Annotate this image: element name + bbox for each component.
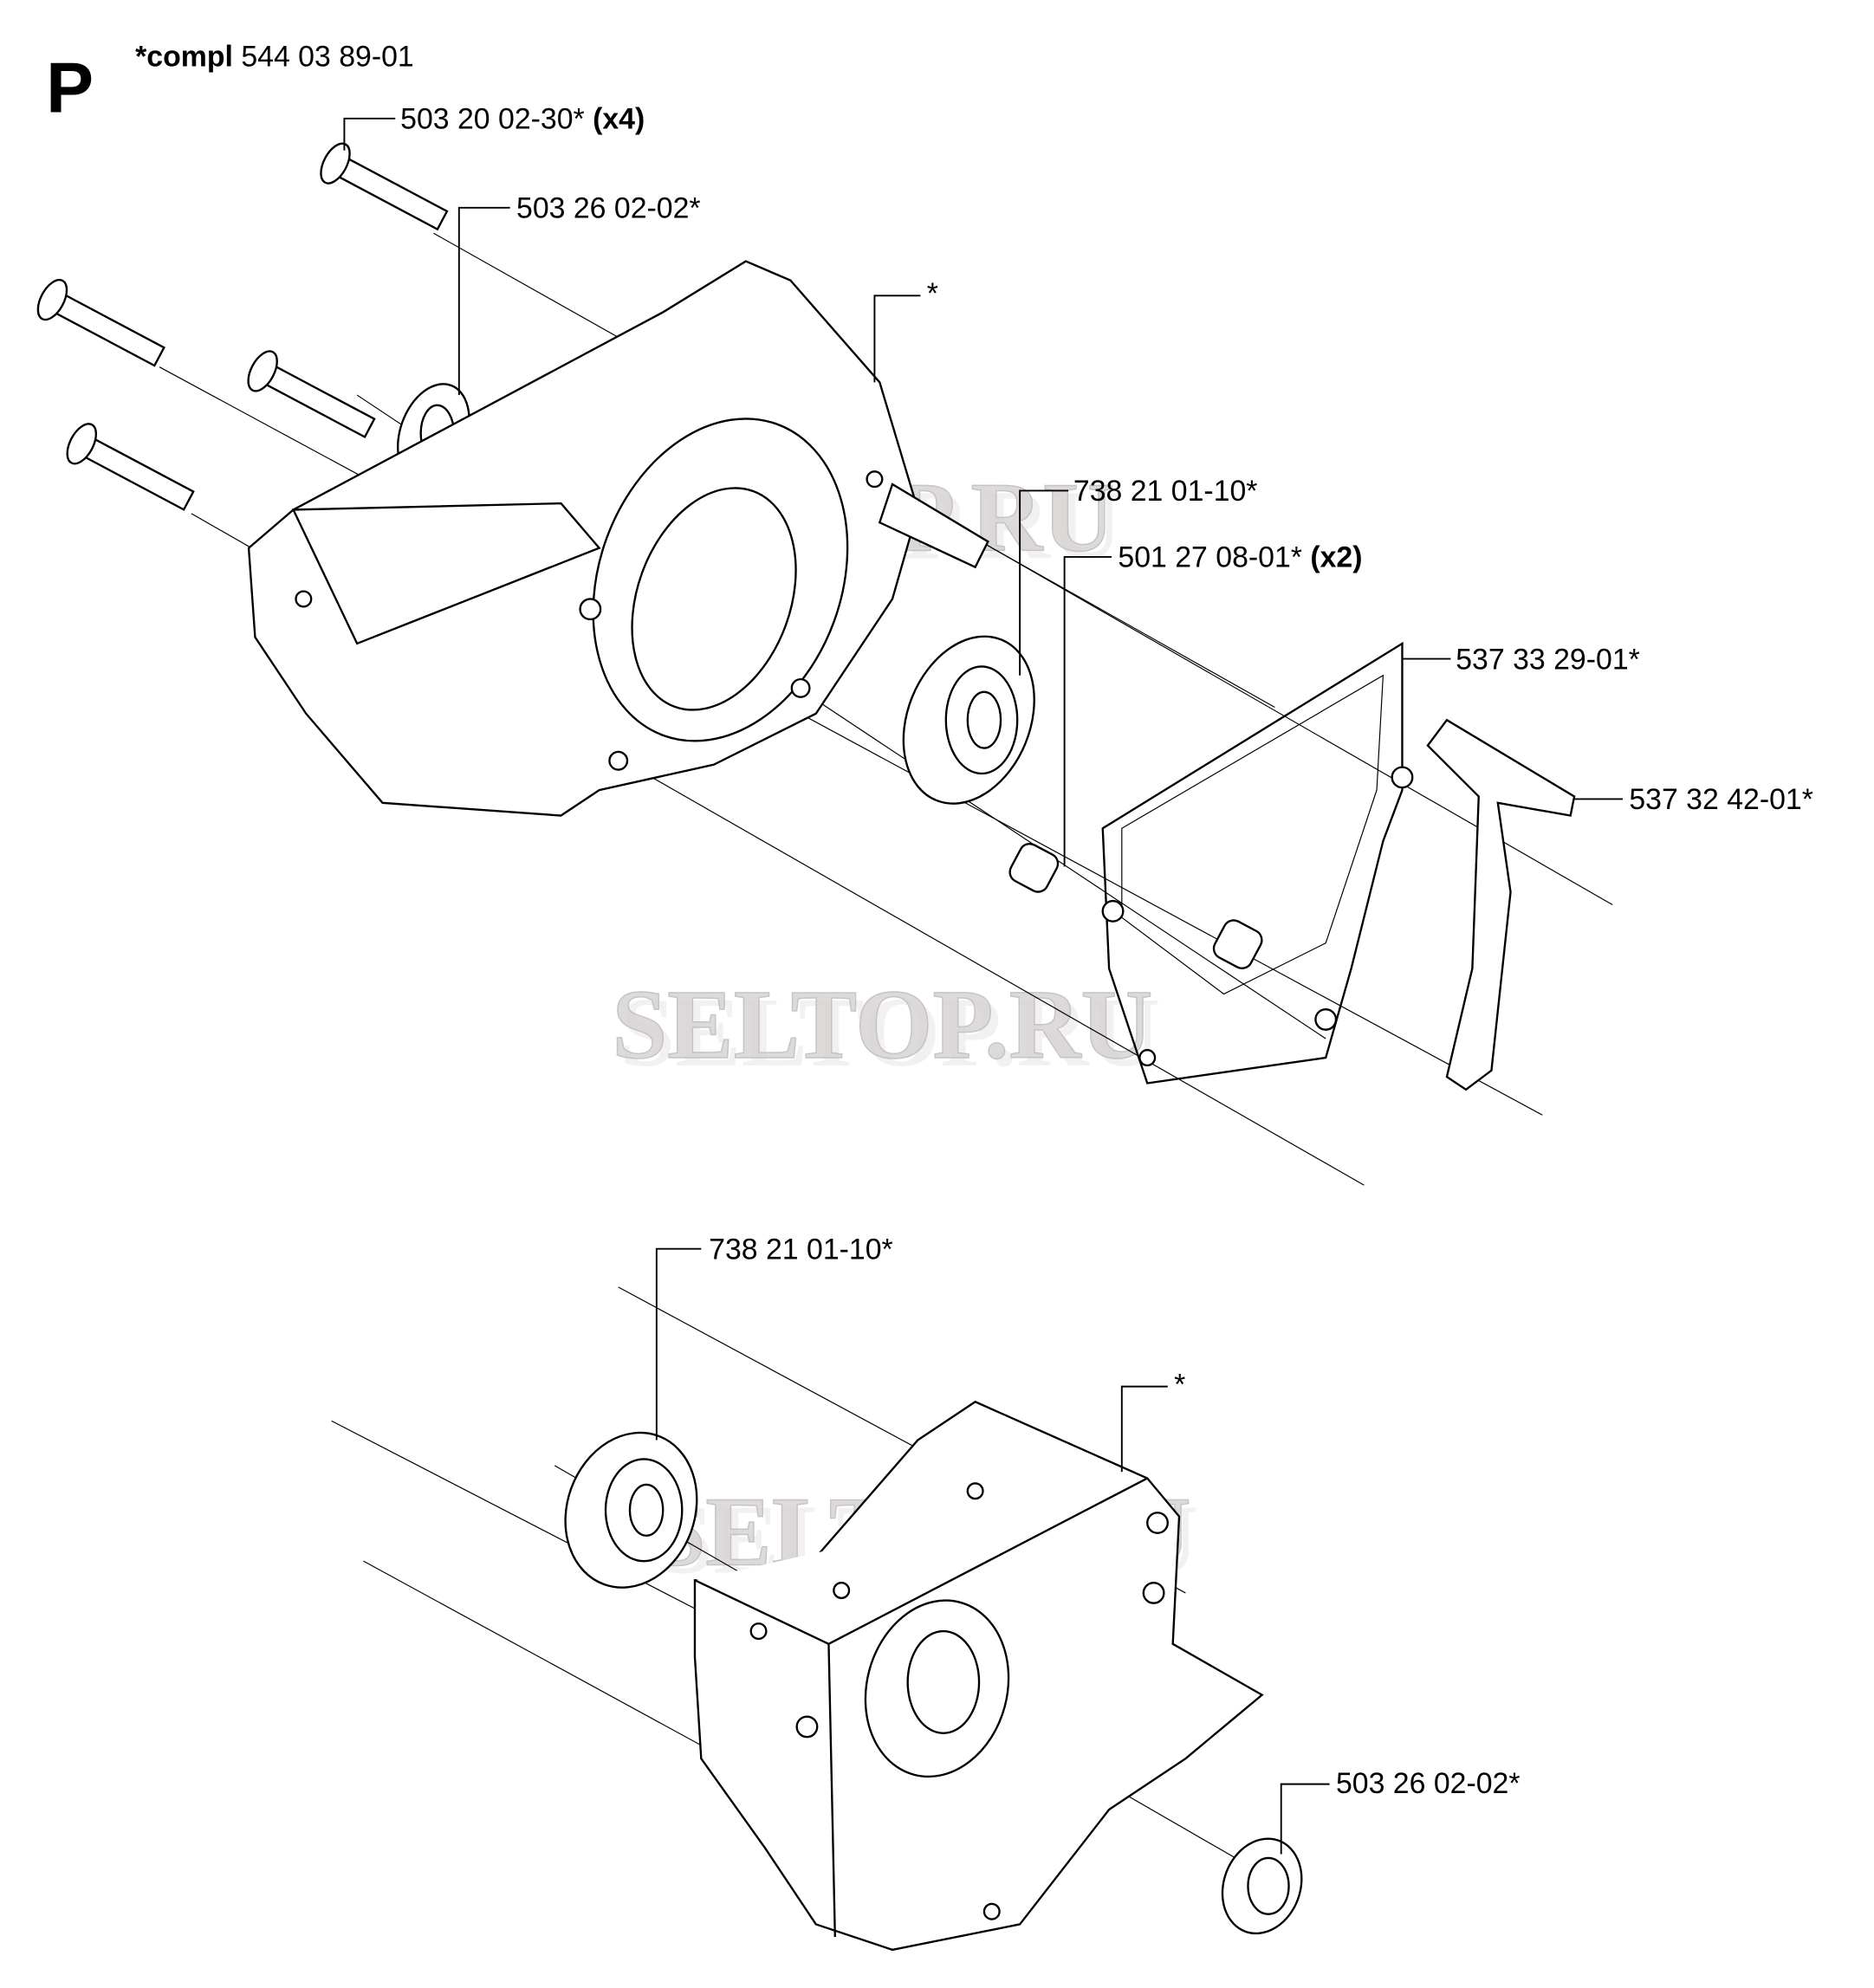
callout-501-27-08-01: 501 27 08-01* (x2) bbox=[1063, 541, 1363, 867]
svg-text:537 33 29-01*: 537 33 29-01* bbox=[1456, 643, 1640, 676]
callout-crankcase-bottom: * bbox=[1120, 1368, 1185, 1473]
bearing-top bbox=[902, 635, 1035, 805]
sleeve-1 bbox=[1008, 842, 1060, 893]
bearing-bottom bbox=[564, 1431, 698, 1589]
callout-503-20-02-30: 503 20 02-30* (x4) bbox=[343, 103, 645, 151]
svg-text:738 21 01-10*: 738 21 01-10* bbox=[709, 1234, 893, 1266]
svg-text:503 20 02-30* (x4): 503 20 02-30* (x4) bbox=[400, 103, 645, 136]
callout-537-32-42-01: 537 32 42-01* bbox=[1574, 783, 1813, 816]
assembly-number: *compl 544 03 89-01 bbox=[135, 41, 414, 74]
callout-503-26-02-02-bottom: 503 26 02-02* bbox=[1280, 1767, 1521, 1855]
lever-part bbox=[1426, 718, 1576, 1091]
svg-text:*: * bbox=[1174, 1368, 1185, 1401]
callout-537-33-29-01: 537 33 29-01* bbox=[1401, 643, 1640, 676]
svg-text:SELTOP.RU: SELTOP.RU bbox=[619, 977, 1160, 1087]
svg-text:503 26 02-02*: 503 26 02-02* bbox=[1336, 1767, 1521, 1800]
callout-738-21-01-10-top: 738 21 01-10* bbox=[1019, 475, 1258, 676]
callout-503-26-02-02-top: 503 26 02-02* bbox=[457, 192, 701, 396]
sleeve-2 bbox=[1212, 919, 1263, 969]
svg-text:SELTOP.RU: SELTOP.RU bbox=[612, 969, 1152, 1079]
svg-text:537 32 42-01*: 537 32 42-01* bbox=[1629, 783, 1813, 816]
gasket bbox=[1101, 641, 1414, 1085]
svg-text:*: * bbox=[927, 277, 938, 310]
seal-ring-bottom bbox=[1221, 1837, 1303, 1935]
screw-group bbox=[36, 142, 449, 511]
svg-text:738 21 01-10*: 738 21 01-10* bbox=[1073, 475, 1258, 508]
crankcase-half-top bbox=[247, 260, 989, 817]
svg-text:501 27 08-01* (x2): 501 27 08-01* (x2) bbox=[1118, 541, 1362, 574]
callout-crankcase-top: * bbox=[873, 277, 938, 383]
watermark-2: SELTOP.RU SELTOP.RU bbox=[612, 968, 1161, 1087]
section-letter: P bbox=[46, 48, 94, 127]
crankcase-half-bottom bbox=[693, 1400, 1264, 1952]
svg-text:503 26 02-02*: 503 26 02-02* bbox=[516, 192, 701, 225]
callout-738-21-01-10-bottom: 738 21 01-10* bbox=[655, 1234, 893, 1441]
